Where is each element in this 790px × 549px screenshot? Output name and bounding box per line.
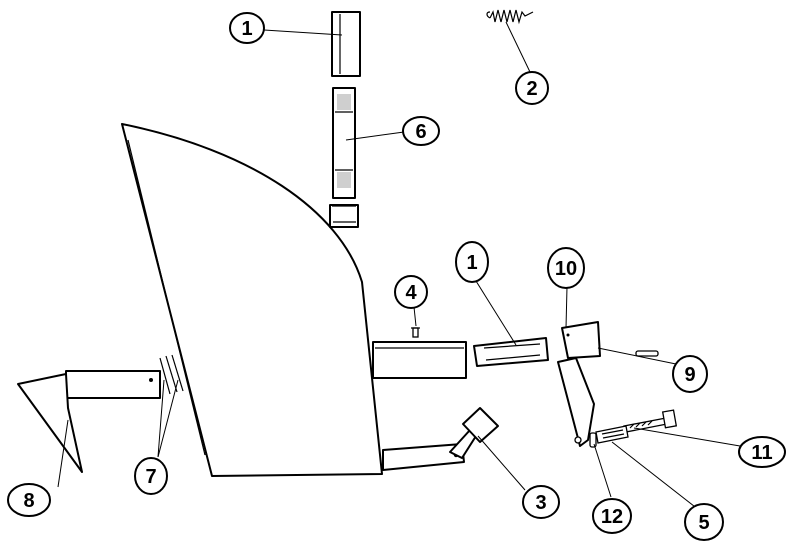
slotted-tube — [332, 87, 356, 199]
callout-label: 1 — [241, 18, 252, 40]
leader-lines — [57, 21, 741, 511]
callout-2: 2 — [515, 71, 549, 105]
right-arm — [372, 341, 467, 379]
lower-arm — [382, 407, 499, 471]
spring — [486, 9, 534, 25]
callout-4: 4 — [394, 275, 428, 309]
callout-label: 7 — [145, 466, 156, 488]
callout-6: 6 — [402, 116, 440, 146]
callout-3: 3 — [522, 485, 560, 519]
bracket — [557, 321, 601, 447]
callout-11: 11 — [738, 436, 786, 468]
callout-label: 9 — [684, 364, 695, 386]
callout-12: 12 — [592, 498, 632, 534]
callout-label: 6 — [415, 121, 426, 143]
callout-label: 4 — [405, 282, 417, 304]
main-body — [121, 123, 383, 477]
small-bolt — [411, 327, 420, 338]
callout-label: 11 — [751, 442, 772, 464]
bolt — [623, 409, 678, 433]
callout-label: 10 — [555, 258, 577, 280]
callout-label: 12 — [601, 506, 623, 528]
sleeve-top — [331, 11, 361, 77]
callout-label: 3 — [535, 492, 546, 514]
upper-post — [329, 204, 359, 228]
spacer-tube — [595, 425, 629, 444]
callout-10: 10 — [547, 247, 585, 289]
spacer-rings — [159, 354, 184, 395]
sleeve-middle — [473, 337, 549, 367]
callout-label: 5 — [698, 512, 709, 534]
left-plate — [17, 370, 161, 473]
pin — [635, 350, 659, 357]
callout-1-middle: 1 — [455, 241, 489, 283]
washer — [589, 432, 597, 448]
callout-9: 9 — [672, 355, 708, 393]
callout-label: 1 — [466, 252, 477, 274]
callout-5: 5 — [684, 503, 724, 541]
callout-1-top: 1 — [229, 12, 265, 44]
callout-label: 8 — [23, 490, 34, 512]
callout-7: 7 — [134, 457, 168, 495]
callout-8: 8 — [7, 483, 51, 517]
callout-label: 2 — [526, 78, 537, 100]
